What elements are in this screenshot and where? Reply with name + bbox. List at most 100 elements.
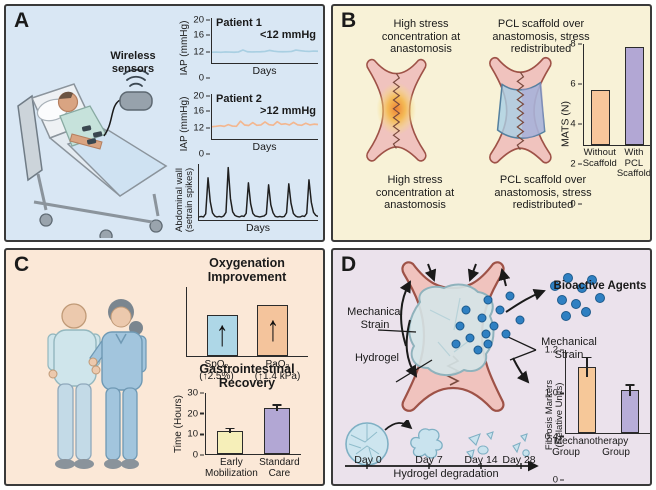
suture-line xyxy=(516,71,525,151)
plot-area: Patient 1 <12 mmHg xyxy=(211,17,318,64)
hydrogel-day28 xyxy=(512,433,530,457)
panel-d: D xyxy=(331,248,652,486)
chart-title: Oxygenation Improvement xyxy=(207,256,287,284)
y-tick: 0 xyxy=(570,199,581,210)
stress-label-top: High stress concentration at anastomosis xyxy=(381,18,461,56)
mechanical-strain-label-left: Mechanical Strain xyxy=(347,306,403,331)
x-category-labels: SpO₂(↑2.5%) PaO₂(↑1.4 kPa) xyxy=(199,359,301,382)
threshold-annotation: >12 mmHg xyxy=(260,105,316,117)
hospital-bed-illustration xyxy=(17,68,168,238)
y-axis-label: Time (Hours) xyxy=(172,395,184,453)
y-tick: 16 xyxy=(193,29,210,40)
scaffold-label-top: PCL scaffold over anastomosis, stress re… xyxy=(492,18,590,56)
y-tick: 0 xyxy=(553,475,564,485)
fibrosis-bar-chart: Fibrosis Markers (Relative Units) 1.2 1.… xyxy=(543,345,650,484)
panel-c: C xyxy=(4,248,325,486)
hydrogel-label: Hydrogel xyxy=(354,352,400,364)
patient2-line xyxy=(212,120,318,128)
y-axis-ticks: 8 6 4 2 0 xyxy=(570,39,583,210)
bar-spo2: ↑ xyxy=(206,313,238,356)
degradation-arrow xyxy=(384,420,413,431)
nurse-figure xyxy=(88,299,147,469)
day-label: Day 7 xyxy=(415,454,443,466)
panel-b: B High stress concentration at anastomos… xyxy=(331,4,652,242)
y-tick: 0 xyxy=(199,73,210,84)
strain-line xyxy=(199,166,318,218)
wifi-icon xyxy=(123,68,149,87)
bar-early-mobilization xyxy=(206,393,254,454)
y-axis-label: Fibrosis Markers (Relative Units) xyxy=(543,379,565,451)
bar-pao2: ↑ xyxy=(257,304,289,356)
patient1-line xyxy=(212,49,318,54)
y-tick: 1.2 xyxy=(545,345,564,356)
day-labels: Day 0 Day 7 Day 14 Day 28 xyxy=(341,454,546,467)
plot-area: Patient 2 >12 mmHg xyxy=(211,93,318,140)
y-axis-label: IAP (mmHg) xyxy=(178,96,190,152)
error-bar xyxy=(628,384,631,396)
panel-letter-c: C xyxy=(14,253,30,276)
bed-wheels xyxy=(39,213,163,238)
bioactive-agents-label: Bioactive Agents xyxy=(553,280,647,292)
y-tick: 8 xyxy=(570,39,581,50)
x-axis-label: Days xyxy=(246,222,270,234)
x-label-top: Mechanotherapy xyxy=(553,436,629,447)
plot-area xyxy=(582,44,650,146)
y-axis-label: Abdominal wall (setrain spikes) xyxy=(174,167,195,233)
wireless-device xyxy=(119,68,153,111)
hydrogel-day14 xyxy=(466,431,494,460)
oxygenation-chart: Oxygenation Improvement ↑ ↑ SpO₂(↑2.5%) … xyxy=(172,256,322,383)
plot-area xyxy=(198,164,318,221)
panel-letter-a: A xyxy=(14,9,30,32)
plot-area: ↑ ↑ xyxy=(186,287,308,357)
chart-title: Gastrointestinal Recovery xyxy=(199,362,295,390)
y-axis-ticks: 20 16 12 0 xyxy=(192,14,211,83)
bowel-scaffold-illustration xyxy=(489,56,552,164)
panel-letter-d: D xyxy=(341,253,357,276)
y-axis-ticks: 20 16 12 0 xyxy=(192,90,211,159)
panel-letter-b: B xyxy=(341,9,357,32)
y-tick: 0 xyxy=(199,149,210,160)
patient2-chart: IAP (mmHg) 20 16 12 0 Patient 2 >12 mmHg… xyxy=(178,90,318,160)
y-axis-label: IAP (mmHg) xyxy=(178,20,190,76)
hydrogel-degradation-timeline xyxy=(345,420,539,472)
bar-standard-care xyxy=(254,393,302,454)
y-tick: 20 xyxy=(193,90,210,101)
bar-without-scaffold xyxy=(584,44,618,145)
y-tick: 0 xyxy=(193,450,204,461)
wireless-sensors-label: Wireless sensors xyxy=(110,50,156,75)
x-axis-label: Days xyxy=(252,65,277,77)
day-label: Day 0 xyxy=(354,454,382,466)
x-axis-label: Days xyxy=(252,141,277,153)
strain-chart: Abdominal wall (setrain spikes) Days xyxy=(172,164,318,236)
scaffold-label-bottom: PCL scaffold over anastomosis, stress re… xyxy=(494,174,592,212)
group-label: Group xyxy=(602,447,630,458)
stress-label-bottom: High stress concentration at anastomosis xyxy=(375,174,455,212)
patient1-chart: IAP (mmHg) 20 16 12 0 Patient 1 <12 mmHg… xyxy=(178,14,318,84)
y-tick: 1.0 xyxy=(545,388,564,399)
strain-arrows xyxy=(399,263,546,384)
panel-a: A xyxy=(4,4,325,242)
bar-with-pcl-scaffold xyxy=(617,44,650,145)
label-pointer-lines xyxy=(377,329,537,383)
day-label: Day 28 xyxy=(502,454,536,466)
y-tick: 6 xyxy=(570,79,581,90)
patient-and-nurse-illustration xyxy=(47,299,147,469)
suture-line xyxy=(392,73,401,149)
plot-area xyxy=(565,350,650,434)
bioactive-agent-dots xyxy=(451,273,605,355)
y-tick: 20 xyxy=(193,14,210,25)
threshold-annotation: <12 mmHg xyxy=(260,29,316,41)
y-tick: 4 xyxy=(570,119,581,130)
up-arrow-icon: ↑ xyxy=(215,313,229,355)
degradation-caption: Hydrogel degradation xyxy=(393,468,499,480)
hydrogel-mechanotherapy-illustration xyxy=(377,261,605,412)
x-category-labels: Group Group xyxy=(541,447,641,458)
error-bar xyxy=(586,356,589,377)
y-tick: 16 xyxy=(193,105,210,116)
hydrogel-blob xyxy=(408,283,495,376)
error-bar xyxy=(228,427,231,434)
